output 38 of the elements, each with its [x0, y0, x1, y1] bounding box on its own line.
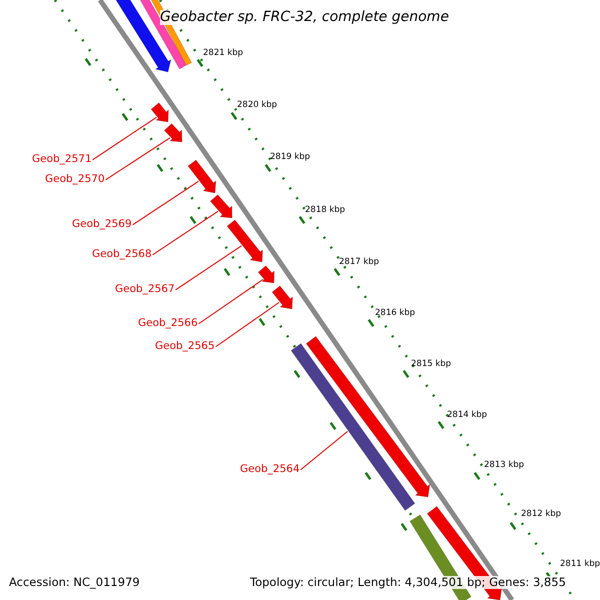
gene-feature — [272, 286, 293, 310]
scale-label: 2813 kbp — [484, 461, 524, 470]
leader-line — [198, 278, 264, 324]
genome-stats-text: Topology: circular; Length: 4,304,501 bp; Genes: 3,855 — [250, 576, 566, 589]
gene-feature — [306, 336, 430, 498]
gene-label: Geob_2567 — [115, 284, 175, 296]
scale-label: 2819 kbp — [270, 153, 310, 162]
gene-label: Geob_2568 — [92, 249, 152, 261]
leader-line — [105, 137, 170, 180]
scale-label: 2812 kbp — [521, 510, 562, 520]
gene-label: Geob_2564 — [240, 464, 300, 476]
gene-label: Geob_2566 — [138, 318, 198, 330]
leader-line — [152, 210, 218, 256]
scale-label: 2811 kbp — [560, 560, 600, 570]
gene-feature — [188, 160, 216, 194]
gene-feature — [164, 123, 182, 142]
gene-label: Geob_2571 — [32, 154, 92, 166]
gene-feature — [258, 265, 274, 284]
title: Geobacter sp. FRC-32, complete genome — [160, 10, 449, 26]
leader-line — [175, 245, 242, 290]
gene-feature — [150, 102, 169, 122]
accession-text: Accession: NC_011979 — [9, 576, 140, 589]
leader-line — [132, 180, 199, 226]
leader-line — [92, 116, 157, 160]
gene-feature — [210, 194, 232, 218]
scale-label: 2818 kbp — [305, 206, 346, 216]
gene-label: Geob_2569 — [72, 219, 132, 231]
leader-line — [215, 302, 280, 348]
scale-label: 2815 kbp — [411, 360, 452, 370]
scale-label: 2816 kbp — [375, 309, 416, 318]
gene-label: Geob_2570 — [45, 174, 105, 186]
leader-line — [300, 430, 348, 470]
scale-label: 2820 kbp — [237, 101, 278, 110]
scale-label: 2821 kbp — [203, 49, 244, 58]
scale-label: 2817 kbp — [339, 258, 380, 268]
gene-feature — [226, 220, 263, 262]
gene-label: Geob_2565 — [155, 341, 215, 353]
scale-label: 2814 kbp — [447, 411, 488, 420]
